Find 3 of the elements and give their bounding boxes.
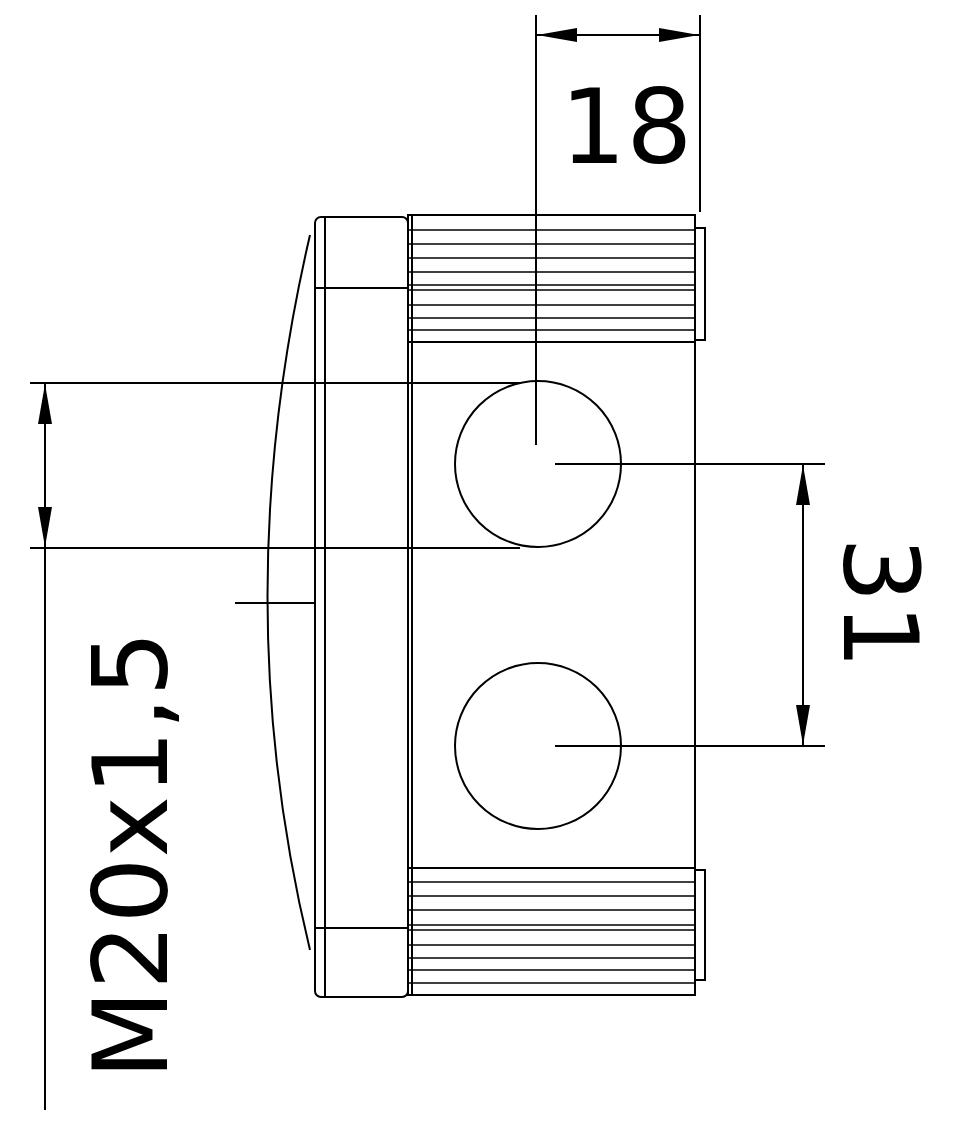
- dimension-label: 31: [828, 536, 933, 670]
- dimension-label: M20x1,5: [78, 630, 182, 1080]
- dimension-label: 18: [560, 75, 693, 179]
